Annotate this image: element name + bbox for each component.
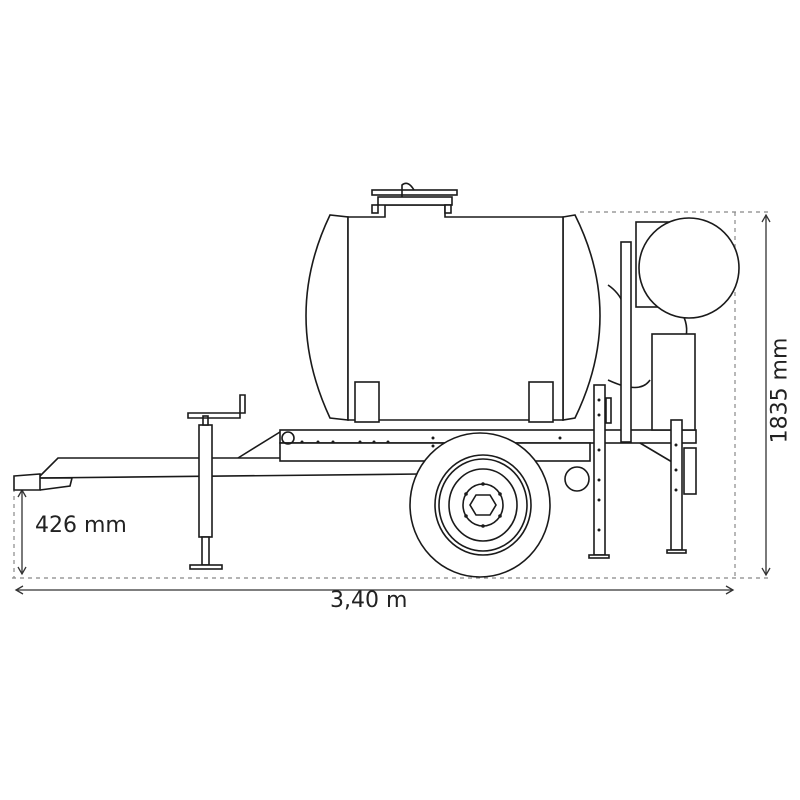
- wheel: [409, 432, 551, 578]
- jack-stand: [187, 394, 246, 570]
- pump-assembly: [605, 217, 740, 495]
- total-height-label: 1835 mm: [767, 337, 793, 444]
- dimension-arrows: [14, 213, 771, 595]
- hitch-height-label: 426 mm: [35, 513, 127, 538]
- water-tank: [305, 182, 601, 423]
- total-length-label: 3,40 m: [330, 588, 408, 613]
- support-legs: [588, 384, 687, 559]
- dimension-guides: [12, 211, 772, 579]
- tank-lid: [371, 182, 458, 214]
- drawbar: [13, 431, 421, 491]
